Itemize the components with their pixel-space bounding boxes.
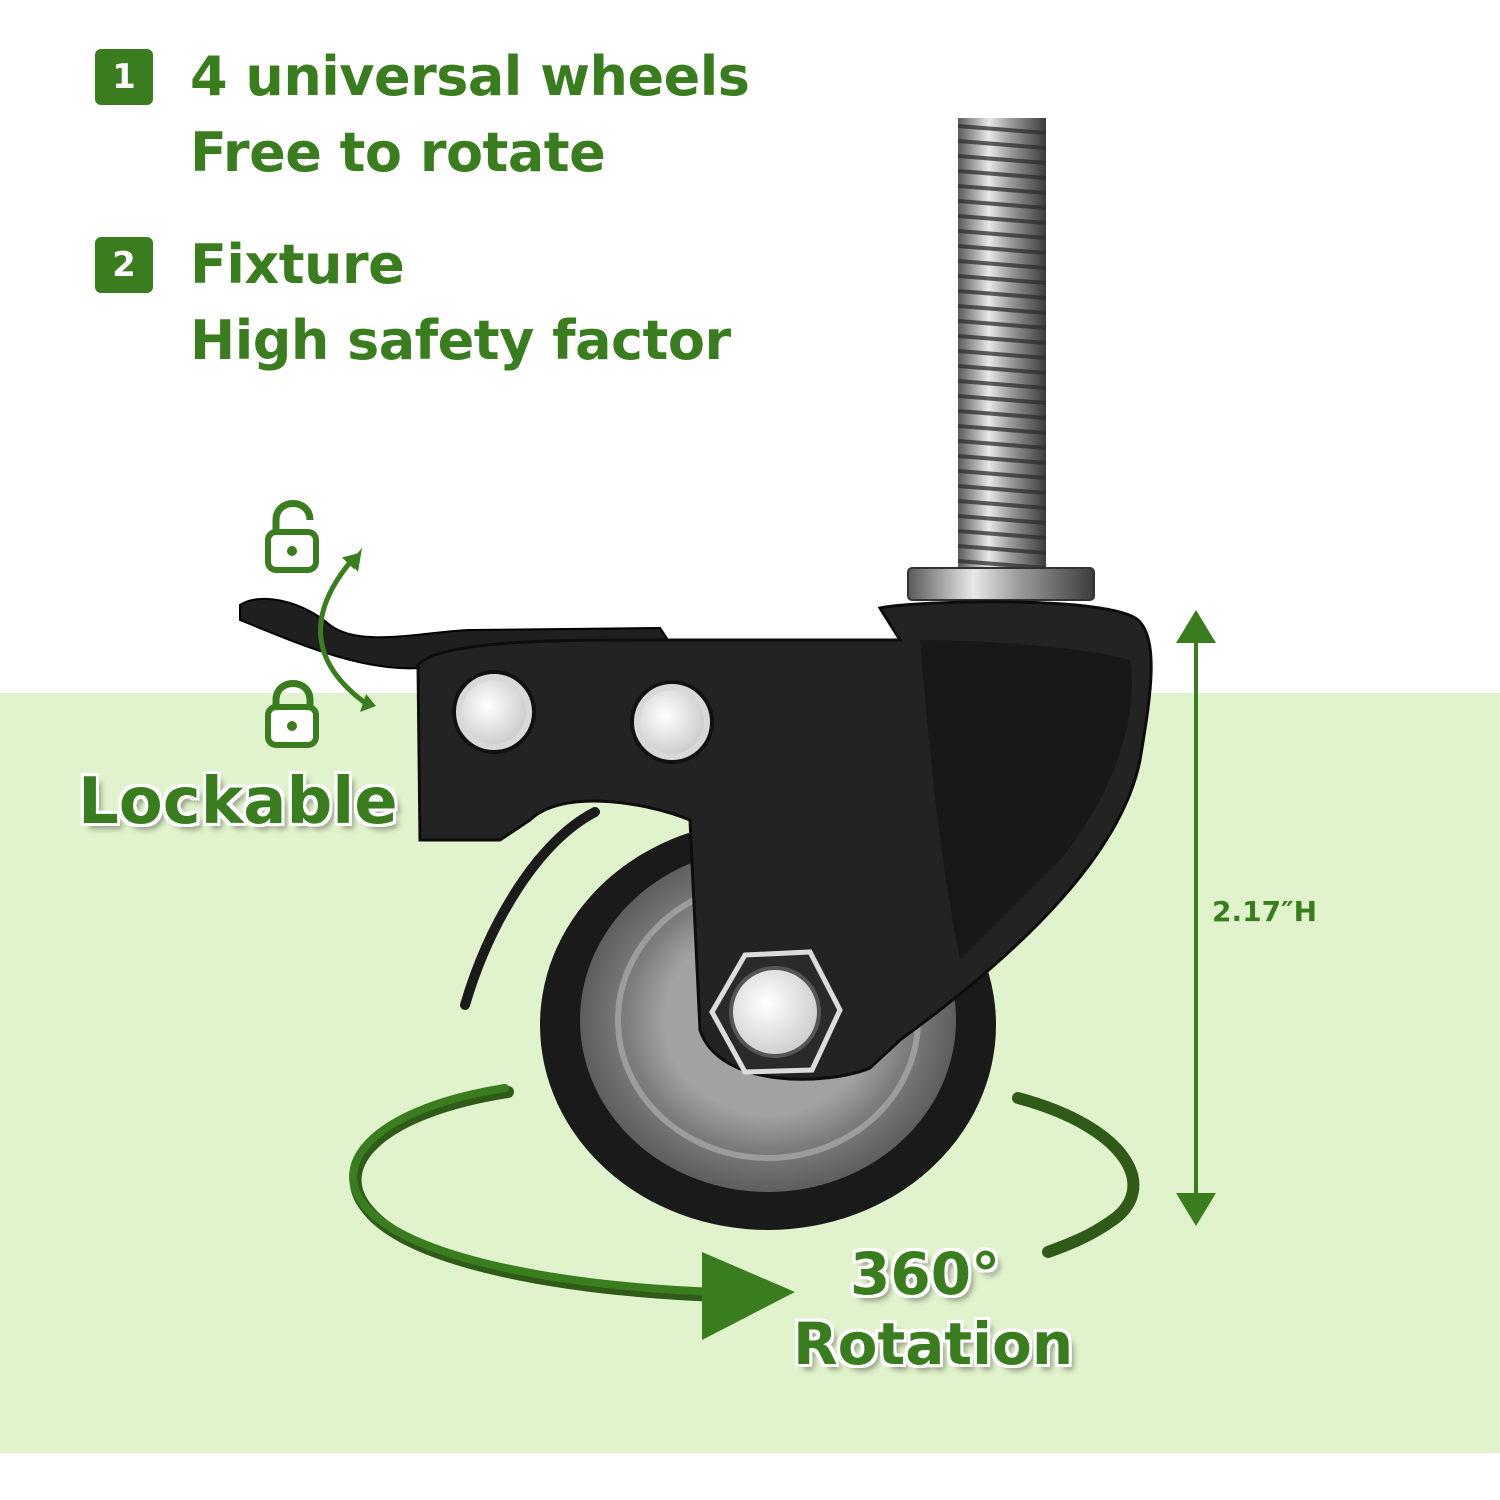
thread-ridge [957, 424, 1047, 435]
lockable-label: Lockable [78, 765, 398, 839]
background-top [0, 0, 1500, 693]
thread-ridge [957, 274, 1047, 285]
feature-2-badge: 2 [95, 237, 153, 293]
thread-ridge [957, 169, 1047, 180]
feature-1-title: 4 universal wheels [190, 45, 750, 108]
background-bottom [0, 1453, 1500, 1500]
feature-1-subtitle: Free to rotate [190, 121, 606, 184]
thread-ridge [957, 349, 1047, 360]
height-label: 2.17″H [1212, 895, 1318, 928]
thread-ridge [957, 394, 1047, 405]
unlocked-padlock-icon [265, 500, 319, 573]
thread-ridge [957, 139, 1047, 150]
locked-padlock-icon [265, 680, 319, 748]
rotation-degrees: 360° [850, 1240, 1001, 1308]
thread-ridge [957, 244, 1047, 255]
thread-ridge [957, 544, 1047, 555]
thread-ridge [957, 124, 1047, 135]
rotation-label: Rotation [793, 1310, 1074, 1378]
thread-ridge [957, 214, 1047, 225]
feature-2-subtitle: High safety factor [190, 309, 731, 372]
rotation-arrow [349, 1084, 1140, 1340]
thread-ridge [957, 229, 1047, 240]
thread-ridge [957, 409, 1047, 420]
thread-ridge [957, 184, 1047, 195]
feature-1-badge: 1 [95, 49, 153, 105]
thread-ridge [957, 484, 1047, 495]
thread-ridge [957, 334, 1047, 345]
thread-ridge [957, 304, 1047, 315]
thread-ridge [957, 499, 1047, 510]
thread-ridge [957, 199, 1047, 210]
rotation-arrowhead-icon [702, 1252, 795, 1340]
thread-ridge [957, 454, 1047, 465]
thread-ridge [957, 379, 1047, 390]
height-dimension-arrow [1176, 610, 1216, 1226]
thread-ridge [957, 529, 1047, 540]
lock-toggle-arrow [318, 548, 376, 712]
thread-ridge [957, 364, 1047, 375]
thread-ridge [957, 319, 1047, 330]
thread-ridge [957, 154, 1047, 165]
thread-ridge [957, 439, 1047, 450]
thread-ridge [957, 514, 1047, 525]
thread-ridge [957, 289, 1047, 300]
feature-2-title: Fixture [190, 233, 405, 296]
thread-ridge [957, 469, 1047, 480]
thread-ridge [957, 559, 1047, 570]
thread-ridge [957, 259, 1047, 270]
threaded-stem [907, 118, 1095, 601]
caster-fork [416, 600, 1153, 1081]
